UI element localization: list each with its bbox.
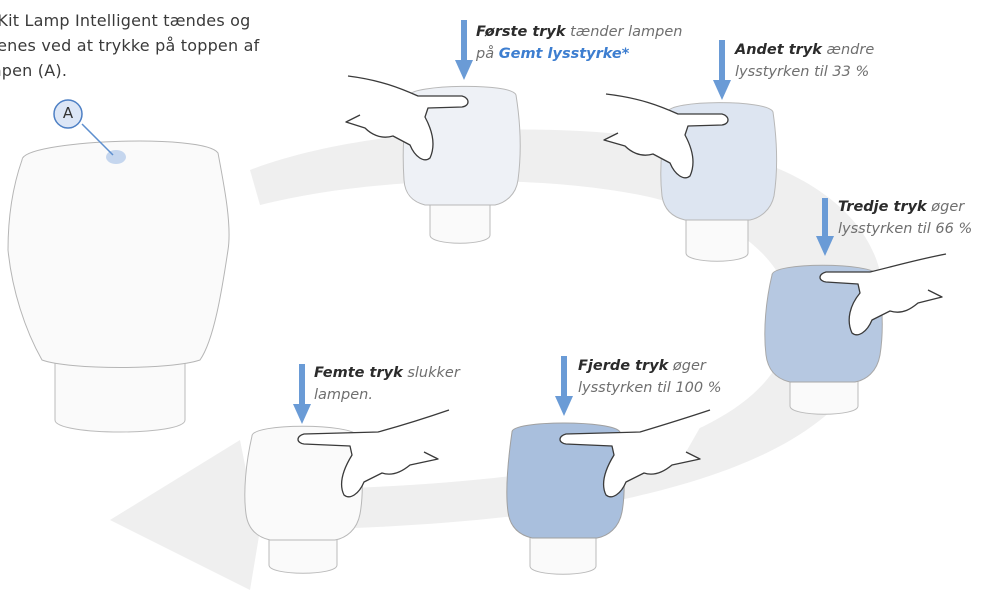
- caption-step-5-bold: Femte tryk: [314, 365, 403, 381]
- caption-step-3-bold: Tredje tryk: [838, 199, 927, 215]
- hand-step-4: [559, 409, 711, 498]
- caption-step-1-text1: tænder lampen: [565, 24, 683, 40]
- caption-step-3-text1: øger: [926, 199, 965, 215]
- caption-step-1-text2: på: [476, 46, 499, 62]
- caption-step-2-bold: Andet tryk: [735, 42, 822, 58]
- label-a-badge: [53, 99, 83, 129]
- caption-step-4-bold: Fjerde tryk: [578, 358, 669, 374]
- caption-step-4-text2: lysstyrken til 100 %: [578, 380, 722, 396]
- lamp-step-2: [660, 102, 778, 262]
- hand-step-2: [603, 93, 729, 179]
- lamp-step-5: [244, 425, 363, 574]
- press-arrow-step-1: [455, 20, 473, 80]
- caption-step-2-text1: ændre: [821, 42, 875, 58]
- intro-line-1: CKit Lamp Intelligent tændes og: [0, 11, 251, 30]
- caption-step-1-highlight: Gemt lysstyrke*: [498, 46, 630, 62]
- badge-label: A: [62, 104, 74, 122]
- caption-step-5-text1: slukker: [402, 365, 460, 381]
- lamp-step-3: [764, 264, 883, 415]
- caption-step-3-text2: lysstyrken til 66 %: [838, 221, 973, 237]
- lamp-step-4: [506, 422, 625, 575]
- main-lamp: [7, 99, 230, 433]
- touch-spot: [106, 150, 126, 164]
- cycle-arrow: [110, 129, 884, 590]
- press-arrow-step-4: [555, 356, 573, 416]
- caption-step-4: Fjerde tryk øger lysstyrken til 100 %: [578, 355, 758, 399]
- caption-step-5: Femte tryk slukker lampen.: [314, 362, 484, 406]
- caption-step-1: Første tryk tænder lampen på Gemt lyssty…: [476, 21, 706, 65]
- caption-step-4-text1: øger: [668, 358, 706, 374]
- press-arrow-step-3: [816, 198, 834, 256]
- press-arrow-step-5: [293, 364, 311, 424]
- intro-line-2: tjenes ved at trykke på toppen af: [0, 36, 260, 55]
- hand-step-3: [819, 253, 947, 336]
- caption-step-1-bold: Første tryk: [476, 24, 566, 40]
- caption-step-2-text2: lysstyrken til 33 %: [735, 64, 870, 80]
- caption-step-3: Tredje tryk øger lysstyrken til 66 %: [838, 196, 982, 240]
- intro-line-3: mpen (A).: [0, 61, 68, 80]
- hand-step-5: [297, 409, 450, 498]
- caption-step-5-text2: lampen.: [314, 387, 373, 403]
- lamp-step-1: [402, 85, 521, 244]
- hand-step-1: [345, 75, 469, 161]
- intro-text: CKit Lamp Intelligent tændes og tjenes v…: [0, 8, 316, 83]
- press-arrow-step-2: [713, 40, 731, 100]
- caption-step-2: Andet tryk ændre lysstyrken til 33 %: [735, 39, 935, 83]
